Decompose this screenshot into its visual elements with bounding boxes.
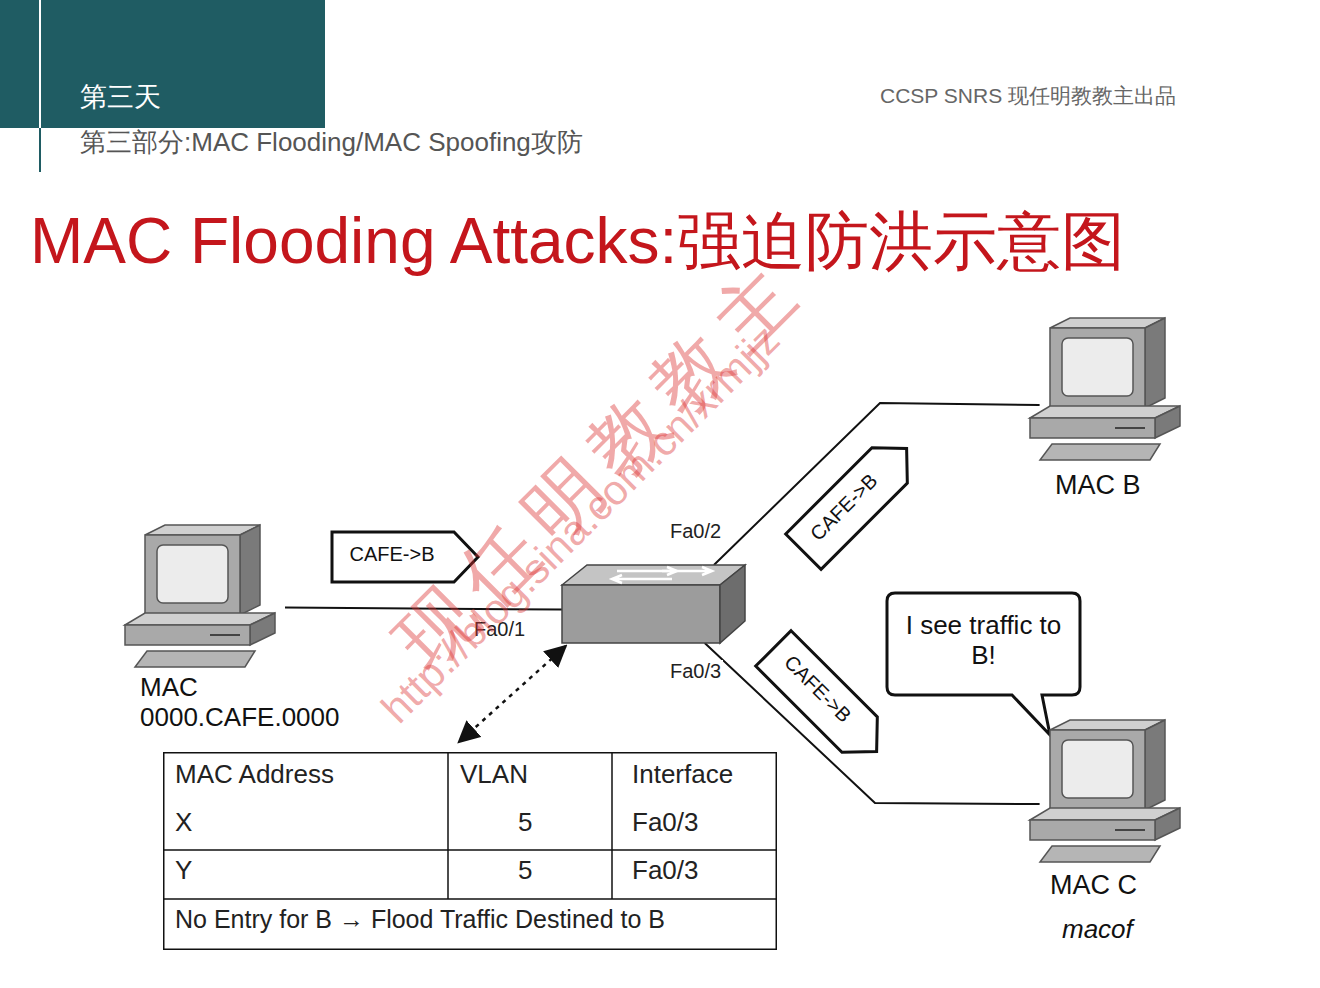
port-label: Fa0/2	[668, 520, 723, 543]
node-label: MAC 0000.CAFE.0000	[140, 673, 375, 733]
tool-name: macof	[1062, 915, 1182, 945]
day-label: 第三天	[80, 82, 161, 113]
slide-title: MAC Flooding Attacks:强迫防洪示意图	[30, 205, 1125, 279]
network-switch	[562, 565, 745, 643]
host-computer-art	[1030, 318, 1190, 463]
node-label: MAC C	[1050, 870, 1190, 901]
table-cell: 5	[518, 808, 558, 838]
header-band	[0, 0, 325, 128]
table-cell: X	[175, 808, 445, 838]
network-link	[714, 403, 1040, 565]
table-cell: Interface	[632, 760, 782, 790]
watermark: http://blog.sina.com.cn/xrmjjz	[372, 316, 789, 733]
host-computer-art	[125, 525, 285, 670]
host-computer-art	[1030, 720, 1190, 865]
packet-arrow: CAFE->B	[783, 428, 927, 572]
table-cell: MAC Address	[175, 760, 445, 790]
node-label: CAFE->B	[330, 543, 454, 566]
node-label: I see traffic to B!	[895, 611, 1072, 671]
section-subtitle: 第三部分:MAC Flooding/MAC Spoofing攻防	[80, 128, 583, 158]
table-cell: Fa0/3	[632, 808, 782, 838]
table-cell: No Entry for B → Flood Traffic Destined …	[175, 905, 775, 934]
table-cell: 5	[518, 856, 558, 886]
speech-callout: I see traffic to B!	[887, 593, 1080, 695]
mac-address-table: MAC AddressVLANInterfaceX5Fa0/3Y5Fa0/3No…	[163, 752, 777, 950]
packet-arrow: CAFE->B	[330, 530, 480, 584]
table-cell: Fa0/3	[632, 856, 782, 886]
packet-arrow: CAFE->B	[753, 628, 897, 772]
header-rule	[39, 0, 41, 128]
port-label: Fa0/1	[472, 618, 527, 641]
table-cell: VLAN	[460, 760, 610, 790]
network-link	[285, 608, 562, 610]
node-label: MAC B	[1055, 470, 1195, 501]
table-cell: Y	[175, 856, 445, 886]
port-label: Fa0/3	[668, 660, 723, 683]
lookup-arrow	[459, 646, 566, 742]
network-switch-art	[562, 565, 745, 643]
host-computer: MAC B	[1030, 318, 1190, 463]
header-rule	[39, 128, 41, 172]
host-computer: MAC Cmacof	[1030, 720, 1190, 865]
host-computer: MAC 0000.CAFE.0000	[125, 525, 285, 670]
publisher-note: CCSP SNRS 现任明教教主出品	[880, 84, 1176, 108]
